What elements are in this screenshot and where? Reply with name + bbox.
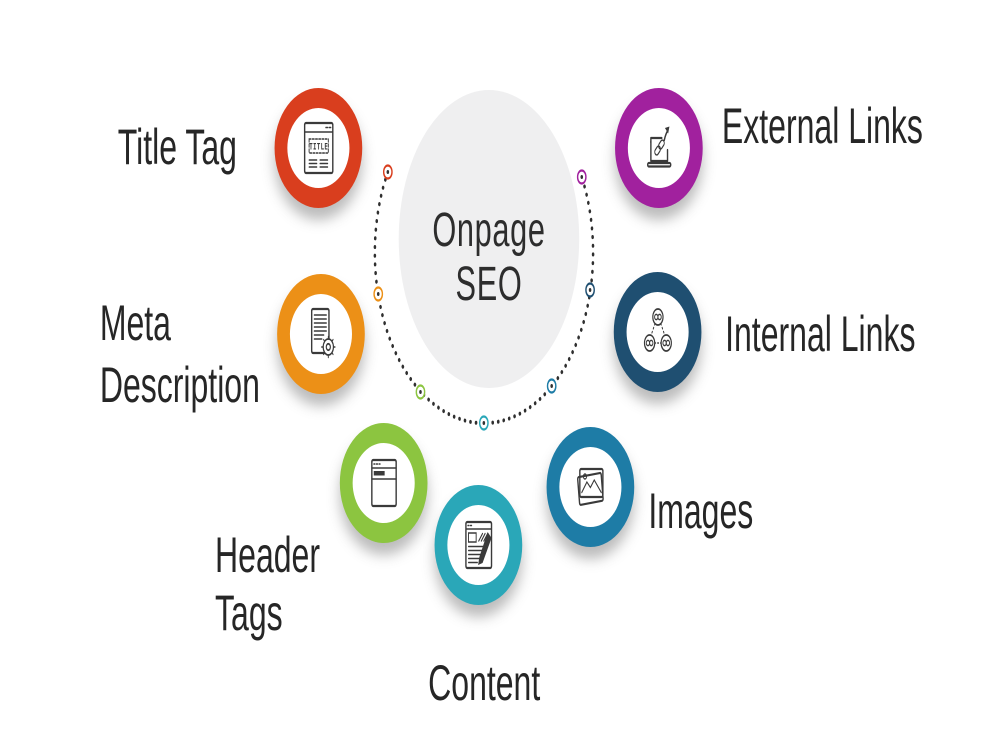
header-tags-icon	[370, 458, 397, 508]
dotted-arc	[373, 170, 595, 426]
node-external-links	[576, 169, 587, 185]
meta-description-label-line2: Description	[99, 357, 260, 413]
external-links-label: External Links	[722, 96, 923, 156]
node-images	[546, 378, 557, 394]
page-title-line1: Onpage	[432, 204, 546, 257]
meta-description-icon	[310, 307, 336, 359]
external-links-circle	[615, 88, 703, 208]
title-tag-label-line1: Title Tag	[117, 119, 237, 175]
title-tag-label: Title Tag	[118, 117, 237, 177]
external-links-label-line1: External Links	[721, 98, 923, 154]
internal-links-label-line1: Internal Links	[725, 306, 916, 362]
node-header-tags	[415, 384, 426, 400]
internal-links-label: Internal Links	[725, 304, 915, 364]
images-icon	[576, 467, 604, 506]
title-tag-icon: TITLE	[303, 121, 334, 175]
content-label: Content	[428, 653, 540, 713]
external-links-icon	[646, 126, 672, 168]
meta-description-label-line1: Meta	[99, 295, 171, 351]
header-tags-circle	[339, 423, 428, 543]
page-title-line2: SEO	[455, 258, 523, 311]
images-circle	[546, 427, 635, 547]
title-tag-circle: TITLE	[274, 88, 363, 208]
center-circle	[398, 90, 580, 388]
node-content	[478, 415, 489, 431]
images-label: Images	[648, 481, 753, 541]
internal-links-icon	[643, 308, 672, 352]
meta-description-circle	[277, 274, 365, 394]
header-tags-label-line2: Tags	[215, 585, 283, 641]
content-circle	[434, 485, 523, 605]
node-meta-description	[373, 286, 384, 302]
header-tags-label: Header Tags	[215, 526, 320, 642]
node-title-tag	[382, 164, 393, 180]
meta-description-label: Meta Description	[100, 292, 260, 416]
node-internal-links	[585, 282, 595, 298]
svg-text:TITLE: TITLE	[309, 141, 328, 152]
content-label-line1: Content	[428, 655, 541, 711]
images-label-line1: Images	[648, 483, 754, 539]
header-tags-label-line1: Header	[215, 527, 320, 583]
page-title: Onpage SEO	[399, 204, 579, 312]
content-icon	[464, 520, 492, 570]
internal-links-circle	[613, 272, 702, 392]
